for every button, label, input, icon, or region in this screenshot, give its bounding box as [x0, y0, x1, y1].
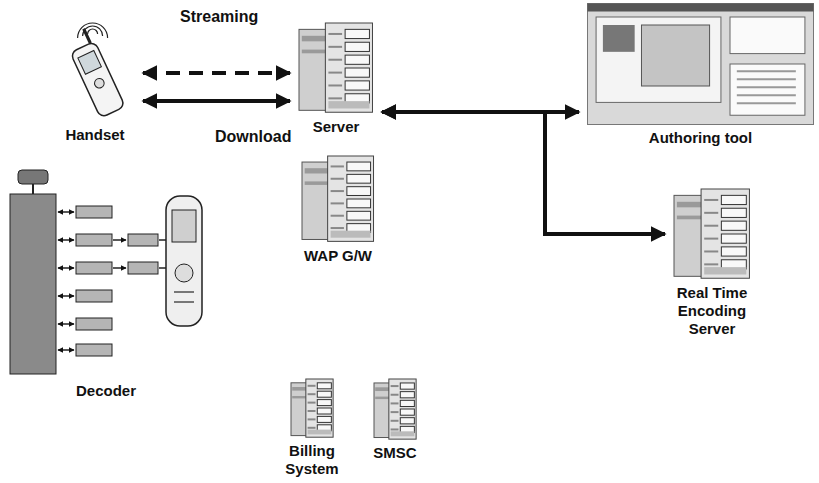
data-arrow: [382, 112, 665, 234]
edge-label: Streaming: [178, 8, 260, 26]
icon-node: Authoring tool: [585, 3, 816, 147]
equipment-illustration: [55, 22, 135, 122]
equipment-illustration: [301, 155, 375, 243]
node-label: Decoder: [76, 382, 136, 400]
node-label: WAP G/W: [304, 247, 372, 265]
streaming-arrow: [143, 71, 290, 75]
node-label: SMSC: [373, 444, 416, 462]
equipment-illustration: [373, 378, 417, 440]
icon-node: Handset: [40, 22, 150, 144]
icon-node: Billing System: [270, 378, 354, 478]
data-arrow: [143, 99, 290, 103]
icon-node: SMSC: [360, 378, 430, 462]
icon-node: WAP G/W: [290, 155, 386, 265]
node-label: Handset: [65, 126, 124, 144]
equipment-illustration: [8, 168, 204, 378]
equipment-illustration: [298, 22, 374, 114]
node-label: Authoring tool: [649, 129, 752, 147]
equipment-illustration: [587, 3, 814, 125]
node-label: Real Time Encoding Server: [657, 284, 767, 338]
icon-node: Real Time Encoding Server: [632, 188, 792, 338]
edge-label: Download: [213, 128, 293, 146]
node-label: Billing System: [277, 442, 347, 478]
equipment-illustration: [673, 188, 751, 280]
icon-node: Decoder: [6, 168, 206, 400]
equipment-illustration: [290, 378, 334, 438]
icon-node: Server: [288, 22, 384, 136]
node-label: Server: [313, 118, 360, 136]
